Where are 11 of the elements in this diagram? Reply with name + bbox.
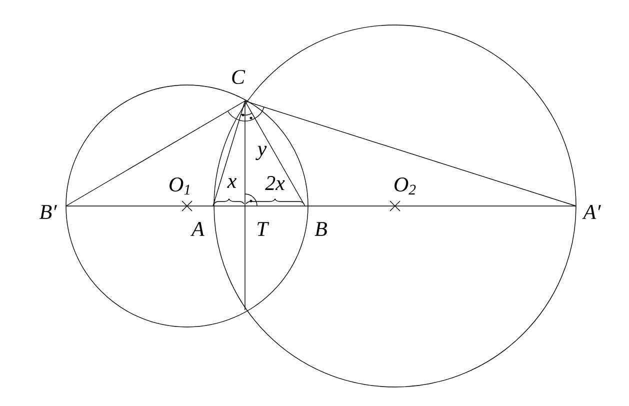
point-label: A′ <box>582 205 601 219</box>
point-label: O$_{2}$ <box>394 177 416 194</box>
point-label: T <box>258 222 270 236</box>
point-label: O$_{1}$ <box>170 177 190 194</box>
point-label: C <box>232 70 246 84</box>
point-label: B <box>314 222 327 236</box>
point-label: A <box>190 222 204 236</box>
point-label: x <box>227 178 237 188</box>
point-label: y <box>256 146 267 160</box>
point-label: 2x <box>265 176 285 190</box>
point-label: B′ <box>39 205 57 219</box>
